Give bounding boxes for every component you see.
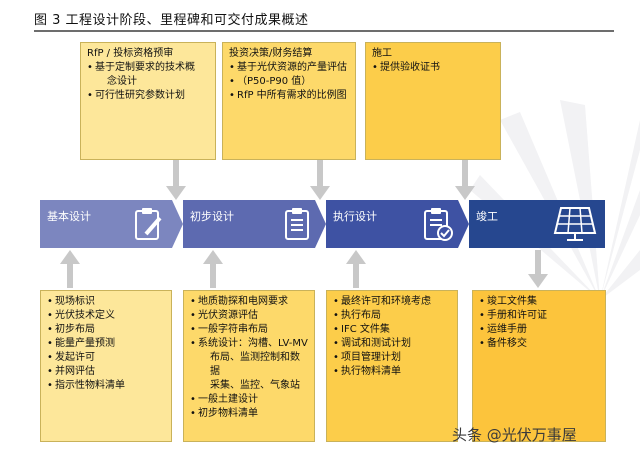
solar-panel-icon bbox=[553, 207, 597, 241]
milestone-list: 提供验收证书 bbox=[372, 61, 494, 75]
phase-preliminary-design: 初步设计 bbox=[183, 200, 315, 248]
clipboard-pencil-icon bbox=[135, 208, 162, 240]
list-item: 手册和许可证 bbox=[479, 309, 599, 323]
list-item: 可行性研究参数计划 bbox=[87, 89, 209, 103]
phase-label: 基本设计 bbox=[47, 210, 91, 223]
milestone-box-construction: 施工 提供验收证书 bbox=[365, 42, 501, 160]
clipboard-check-icon bbox=[424, 208, 453, 241]
phase-arrow-1 bbox=[172, 200, 183, 248]
list-item: 执行物料清单 bbox=[333, 365, 451, 379]
milestone-title: 施工 bbox=[372, 48, 392, 59]
list-item: 并网评估 bbox=[47, 365, 165, 379]
list-item: 调试和测试计划 bbox=[333, 337, 451, 351]
list-item: 提供验收证书 bbox=[372, 61, 494, 75]
phase-arrow-2 bbox=[315, 200, 326, 248]
milestone-list: 基于定制要求的技术概 念设计 可行性研究参数计划 bbox=[87, 61, 209, 103]
list-item: 备件移交 bbox=[479, 337, 599, 351]
list-item: 基于定制要求的技术概 bbox=[87, 61, 209, 75]
watermark: 头条 @光伏万事屋 bbox=[452, 426, 577, 444]
list-item: 系统设计：沟槽、LV-MV bbox=[190, 337, 308, 351]
phase-label: 初步设计 bbox=[190, 210, 234, 223]
list-item: 发起许可 bbox=[47, 351, 165, 365]
arrow-down-3 bbox=[455, 160, 475, 200]
list-item: 采集、监控、气象站 bbox=[210, 380, 300, 391]
milestone-list: 基于光伏资源的产量评估 （P50-P90 值） RfP 中所有需求的比例图 bbox=[229, 61, 349, 103]
list-item: 项目管理计划 bbox=[333, 351, 451, 365]
phase-as-built: 竣工 bbox=[469, 200, 605, 248]
figure-title: 图 3 工程设计阶段、里程碑和可交付成果概述 bbox=[34, 13, 309, 28]
list-item: RfP 中所有需求的比例图 bbox=[229, 89, 349, 103]
list-item: 一般字符串布局 bbox=[190, 323, 308, 337]
arrow-down-2 bbox=[310, 160, 330, 200]
list-item: 念设计 bbox=[107, 76, 137, 87]
deliverables-list: 现场标识 光伏技术定义 初步布局 能量产量预测 发起许可 并网评估 指示性物料清… bbox=[47, 295, 165, 393]
list-item: IFC 文件集 bbox=[333, 323, 451, 337]
milestone-title: RfP / 投标资格预审 bbox=[87, 48, 174, 59]
list-item: 现场标识 bbox=[47, 295, 165, 309]
list-item: 能量产量预测 bbox=[47, 337, 165, 351]
arrow-up-3 bbox=[346, 250, 366, 288]
list-item: 最终许可和环境考虑 bbox=[333, 295, 451, 309]
list-item: 初步物料清单 bbox=[190, 407, 308, 421]
milestone-box-investment: 投资决策/财务结算 基于光伏资源的产量评估 （P50-P90 值） RfP 中所… bbox=[222, 42, 356, 160]
arrow-down-1 bbox=[166, 160, 186, 200]
list-item: 地质勘探和电网要求 bbox=[190, 295, 308, 309]
arrow-down-4 bbox=[528, 250, 548, 288]
arrow-up-2 bbox=[203, 250, 223, 288]
list-item: 光伏技术定义 bbox=[47, 309, 165, 323]
phase-label: 执行设计 bbox=[333, 210, 377, 223]
list-item: 基于光伏资源的产量评估 bbox=[229, 61, 349, 75]
deliverables-list: 竣工文件集 手册和许可证 运维手册 备件移交 bbox=[479, 295, 599, 351]
deliverables-list: 地质勘探和电网要求 光伏资源评估 一般字符串布局 系统设计：沟槽、LV-MV 布… bbox=[190, 295, 308, 421]
list-item: 竣工文件集 bbox=[479, 295, 599, 309]
list-item: 初步布局 bbox=[47, 323, 165, 337]
list-item: 指示性物料清单 bbox=[47, 379, 165, 393]
phase-arrow-3 bbox=[458, 200, 469, 248]
deliverables-box-basic: 现场标识 光伏技术定义 初步布局 能量产量预测 发起许可 并网评估 指示性物料清… bbox=[40, 290, 172, 442]
title-underline bbox=[34, 30, 614, 32]
list-item: 一般土建设计 bbox=[190, 393, 308, 407]
milestone-title: 投资决策/财务结算 bbox=[229, 48, 313, 59]
list-item: 光伏资源评估 bbox=[190, 309, 308, 323]
list-item: 执行布局 bbox=[333, 309, 451, 323]
phase-basic-design: 基本设计 bbox=[40, 200, 172, 248]
list-item: 布局、监测控制和数据 bbox=[210, 352, 300, 377]
milestone-box-rfp: RfP / 投标资格预审 基于定制要求的技术概 念设计 可行性研究参数计划 bbox=[80, 42, 216, 160]
deliverables-box-as-built: 竣工文件集 手册和许可证 运维手册 备件移交 bbox=[472, 290, 606, 442]
clipboard-list-icon bbox=[285, 208, 309, 240]
list-item: 运维手册 bbox=[479, 323, 599, 337]
arrow-up-1 bbox=[60, 250, 80, 288]
deliverables-list: 最终许可和环境考虑 执行布局 IFC 文件集 调试和测试计划 项目管理计划 执行… bbox=[333, 295, 451, 379]
list-item: （P50-P90 值） bbox=[229, 75, 349, 89]
phase-label: 竣工 bbox=[476, 210, 498, 223]
phase-execution-design: 执行设计 bbox=[326, 200, 458, 248]
deliverables-box-execution: 最终许可和环境考虑 执行布局 IFC 文件集 调试和测试计划 项目管理计划 执行… bbox=[326, 290, 458, 442]
deliverables-box-preliminary: 地质勘探和电网要求 光伏资源评估 一般字符串布局 系统设计：沟槽、LV-MV 布… bbox=[183, 290, 315, 442]
